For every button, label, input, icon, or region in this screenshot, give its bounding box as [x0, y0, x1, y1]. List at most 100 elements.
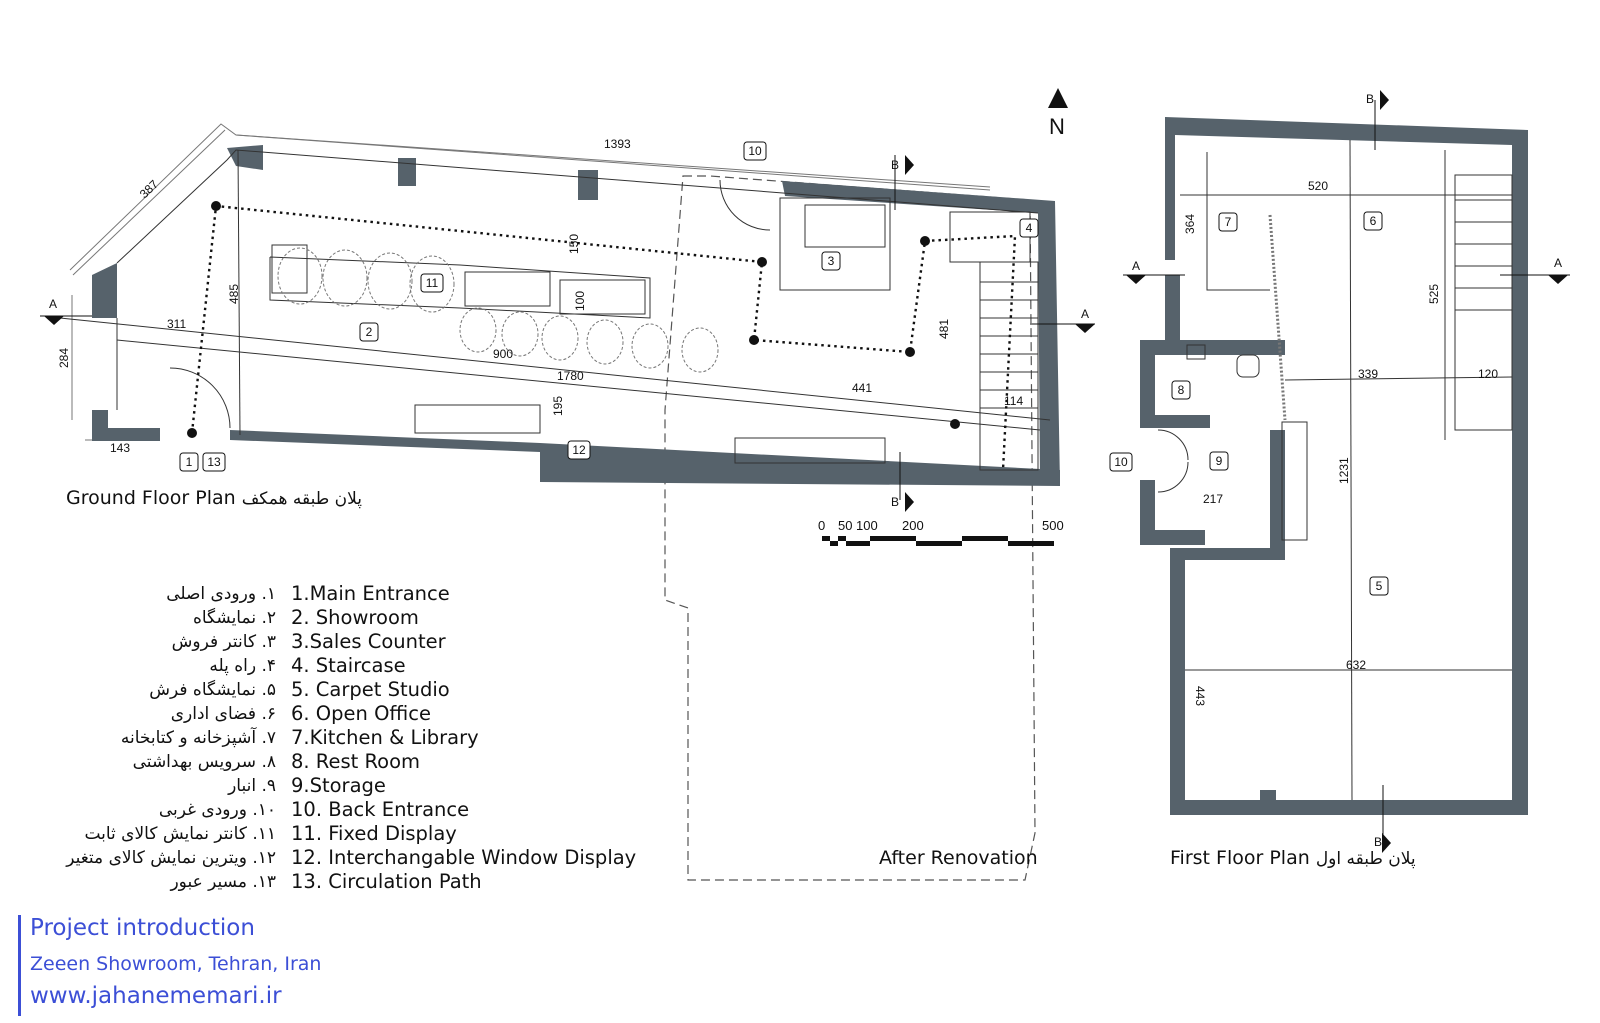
- room-tag-box-11: [420, 273, 444, 293]
- legend-item-6: 6. Open Office: [291, 702, 432, 725]
- dim-481: 481: [937, 319, 951, 339]
- legend-item-4: 4. Staircase: [291, 654, 406, 677]
- dim-443: 443: [1193, 686, 1207, 706]
- sales-door-swing: [719, 179, 771, 231]
- room-tag-9: 9: [1216, 454, 1223, 468]
- legend-item-12: 12. Interchangable Window Display: [291, 846, 637, 869]
- ground-floor-plan: [40, 123, 1095, 881]
- sales-counter-inner: [804, 204, 886, 248]
- display-unit-a: [464, 271, 551, 307]
- room-tag-2: 2: [366, 325, 373, 339]
- axis-line-vertical: [237, 149, 241, 436]
- room-tag-10-first-text: 10: [1114, 455, 1128, 469]
- legend-item-3: 3.Sales Counter: [291, 630, 446, 653]
- wall-south: [540, 443, 1060, 486]
- room-tag-5: 5: [1376, 579, 1383, 593]
- restroom-wall: [1140, 340, 1285, 428]
- dim-900: 900: [493, 347, 513, 361]
- staircase-outline: [979, 261, 1039, 471]
- dim-100: 100: [573, 291, 587, 311]
- axis-line-2: [116, 339, 1041, 431]
- room-tag-box-5: [1369, 576, 1389, 596]
- room-tag-box-7: [1218, 212, 1238, 232]
- window-display-box-2: [734, 437, 886, 464]
- wall-southwest: [92, 410, 160, 441]
- ground-floor-room-tags: [179, 141, 1039, 472]
- first-floor-staircase: [1454, 174, 1513, 431]
- scale-bar: 0 50 100 200 500: [818, 518, 1064, 546]
- room-tag-6: 6: [1370, 214, 1377, 228]
- dim-339: 339: [1358, 367, 1378, 381]
- footer-website-link[interactable]: www.jahanememari.ir: [30, 983, 282, 1009]
- room-tag-3: 3: [828, 254, 835, 268]
- dim-217: 217: [1203, 492, 1223, 506]
- stair-treads: [980, 281, 1038, 409]
- legend-fa-item-11: ۱۱. کانتر نمایش کالای ثابت: [84, 824, 276, 844]
- legend-fa-item-6: ۶. فضای اداری: [170, 704, 276, 724]
- dim-195: 195: [551, 396, 565, 416]
- storage-cabinet: [1281, 421, 1308, 541]
- storage-wall: [1140, 480, 1205, 545]
- section-a-west: A: [49, 297, 57, 311]
- first-floor-title: First Floor Plan پلان طبقه اول: [1170, 847, 1416, 869]
- first-floor-room-tags: [1109, 211, 1389, 596]
- legend-fa-item-3: ۳. کانتر فروش: [171, 632, 276, 652]
- dim-120: 120: [1478, 367, 1498, 381]
- wall-north-east: [782, 181, 1060, 485]
- first-floor-wall-west-upper: [1155, 275, 1180, 350]
- stair-landing: [949, 211, 1031, 263]
- first-floor-title-en: First Floor Plan: [1170, 847, 1310, 869]
- ground-floor-title: Ground Floor Plan پلان طبقه همکف: [66, 487, 362, 509]
- column-1: [398, 158, 416, 186]
- scale-500: 500: [1042, 518, 1064, 533]
- room-tag-1: 1: [186, 455, 193, 469]
- room-tag-10: 10: [748, 144, 762, 158]
- dim-525: 525: [1427, 284, 1441, 304]
- section-markers-first: [1123, 90, 1570, 853]
- legend-fa-item-5: ۵. نمایشگاه فرش: [149, 680, 276, 700]
- footer-title: Project introduction: [30, 915, 255, 941]
- legend-fa-item-12: ۱۲. ویترین نمایش کالای متغیر: [66, 848, 276, 868]
- first-floor-dimensions: 364 520 525 339 120 1231 217 632 443 A A…: [1132, 92, 1562, 849]
- room-tag-box-1: [179, 452, 199, 472]
- legend-item-8: 8. Rest Room: [291, 750, 421, 773]
- storage-wall-east: [1170, 430, 1285, 560]
- room-tag-13: 13: [207, 455, 221, 469]
- room-tag-7: 7: [1225, 215, 1232, 229]
- partition-screen: [1268, 214, 1287, 421]
- ff-section-a-east: A: [1554, 256, 1562, 270]
- legend-fa-item-9: ۹. انبار: [228, 776, 276, 796]
- room-tag-box-6: [1363, 211, 1383, 231]
- axis-line-1: [59, 317, 1051, 421]
- dim-1393: 1393: [604, 137, 631, 151]
- room-tag-12: 12: [572, 443, 586, 457]
- ground-floor-title-fa: پلان طبقه همکف: [241, 489, 363, 509]
- dim-284: 284: [57, 348, 71, 368]
- room-tag-box-2: [359, 322, 379, 342]
- room-tag-box-10: [743, 141, 767, 161]
- legend-item-7: 7.Kitchen & Library: [291, 726, 479, 749]
- room-tag-box-4: [1019, 218, 1039, 238]
- first-floor-title-fa: پلان طبقه اول: [1315, 849, 1416, 869]
- legend-persian: ۱. ورودی اصلی ۲. نمایشگاه ۳. کانتر فروش …: [40, 582, 276, 894]
- legend-item-11: 11. Fixed Display: [291, 822, 457, 845]
- kitchen-partition: [1206, 152, 1270, 291]
- section-markers-ground: [40, 155, 1095, 512]
- section-a-east: A: [1081, 307, 1089, 321]
- toilet-fixture: [1236, 354, 1260, 378]
- room-tag-box-3: [821, 251, 841, 271]
- legend-item-10: 10. Back Entrance: [291, 798, 470, 821]
- ff-grid-h-2: [1284, 376, 1513, 381]
- dim-143: 143: [110, 441, 130, 455]
- first-floor-room-tag-text: 5 6 7 8 9 10: [1114, 214, 1382, 593]
- room-tag-box-10-first: [1109, 452, 1133, 472]
- room-tag-11: 11: [426, 276, 439, 290]
- first-floor-plan: [1123, 90, 1570, 853]
- facade-outline: [69, 123, 991, 271]
- footer-accent-bar: [18, 915, 21, 1016]
- dim-150: 150: [567, 234, 581, 254]
- dim-1780: 1780: [557, 369, 584, 383]
- first-floor-column: [1260, 790, 1276, 802]
- legend-fa-item-13: ۱۳. مسیر عبور: [170, 872, 276, 892]
- fixed-display-counter: [269, 256, 651, 319]
